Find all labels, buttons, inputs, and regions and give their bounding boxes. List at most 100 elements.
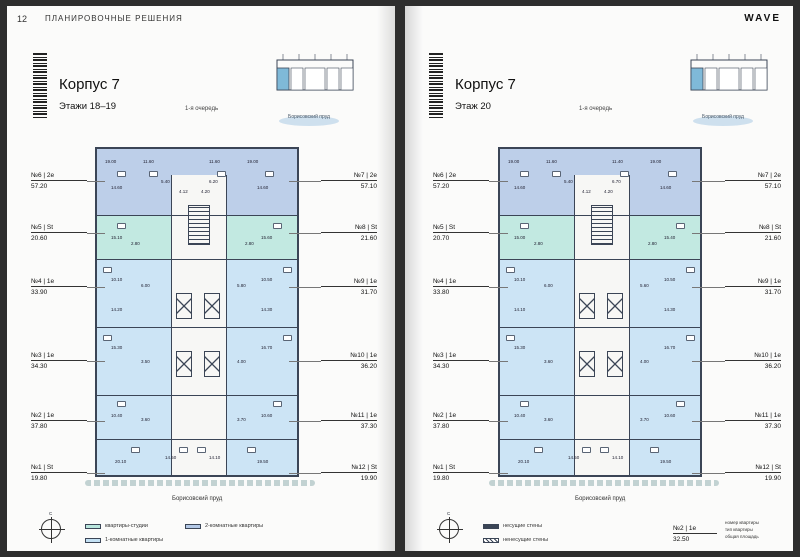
furniture-icon xyxy=(686,267,695,273)
pond-shape xyxy=(279,116,339,126)
pond-shape xyxy=(693,116,753,126)
floors-label: Этаж 20 xyxy=(455,101,491,112)
room-area-label: 14.60 xyxy=(111,185,123,190)
page-number: 12 xyxy=(17,14,28,24)
apartment-left-1 xyxy=(97,439,171,475)
room-area-label: 6.00 xyxy=(141,283,150,288)
key-area: 32.50 xyxy=(673,536,690,543)
apartment-number: №7 | 2е xyxy=(321,172,377,181)
furniture-icon xyxy=(506,335,515,341)
room-area-label: 3.60 xyxy=(544,417,553,422)
apartment-number: №8 | St xyxy=(321,224,377,233)
apartment-area: 21.60 xyxy=(360,235,377,242)
leader-line xyxy=(87,473,105,474)
legend-studio: квартиры-студии xyxy=(85,523,148,529)
room-area-label: 10.50 xyxy=(664,277,676,282)
apartment-area: 19.90 xyxy=(764,475,781,482)
apartment-number: №6 | 2е xyxy=(433,172,489,181)
apartment-number: №9 | 1е xyxy=(321,278,377,287)
water-waves xyxy=(489,480,719,486)
room-area-label: 14.10 xyxy=(612,455,624,460)
apartment-number: №10 | 1е xyxy=(321,352,377,361)
room-area-label: 10.10 xyxy=(111,277,123,282)
elevator xyxy=(607,351,623,377)
apartment-area: 20.60 xyxy=(31,235,48,242)
partition-wall xyxy=(97,395,297,396)
room-area-label: 5.60 xyxy=(640,283,649,288)
elevator xyxy=(176,351,192,377)
apartment-right-8 xyxy=(630,215,700,259)
room-area-label: 14.30 xyxy=(261,307,273,312)
room-area-label: 4.20 xyxy=(201,189,210,194)
apartment-number: №11 | 1е xyxy=(725,412,781,421)
pond-bottom-label: Борисовский пруд xyxy=(575,496,626,502)
building-core xyxy=(574,175,630,475)
apartment-left-5 xyxy=(500,215,574,259)
room-area-label: 19.00 xyxy=(650,159,662,164)
room-area-label: 14.60 xyxy=(514,185,526,190)
room-area-label: 19.00 xyxy=(247,159,259,164)
furniture-icon xyxy=(600,447,609,453)
apartment-number: №4 | 1е xyxy=(433,278,489,287)
room-area-label: 10.10 xyxy=(514,277,526,282)
room-area-label: 10.40 xyxy=(514,413,526,418)
room-area-label: 15.30 xyxy=(514,345,526,350)
room-area-label: 6.20 xyxy=(209,179,218,184)
apartment-number: №10 | 1е xyxy=(725,352,781,361)
room-area-label: 14.60 xyxy=(257,185,269,190)
key-label-area: общая площадь xyxy=(725,533,759,539)
leader-line xyxy=(289,181,321,182)
elevator xyxy=(579,293,595,319)
key-label-number: номер квартиры xyxy=(725,520,759,525)
apartment-left-2 xyxy=(500,395,574,439)
room-area-label: 20.10 xyxy=(115,459,127,464)
room-area-label: 15.10 xyxy=(111,235,123,240)
gutter-shadow xyxy=(405,6,423,551)
apartment-area: 21.60 xyxy=(764,235,781,242)
apartment-right-11 xyxy=(630,395,700,439)
room-area-label: 20.10 xyxy=(518,459,530,464)
furniture-icon xyxy=(582,447,591,453)
legend-one-room-label: 1-комнатные квартиры xyxy=(105,537,164,543)
apartment-number: №3 | 1е xyxy=(433,352,489,361)
room-area-label: 3.70 xyxy=(640,417,649,422)
leader-line xyxy=(87,181,105,182)
elevator xyxy=(176,293,192,319)
apartment-left-1 xyxy=(500,439,574,475)
apartment-area: 20.70 xyxy=(433,235,450,242)
site-minimap xyxy=(276,54,354,91)
room-area-label: 2.80 xyxy=(245,241,254,246)
furniture-icon xyxy=(117,171,126,177)
apartment-top-extension xyxy=(574,149,630,175)
apartment-area: 36.20 xyxy=(360,363,377,370)
room-area-label: 10.60 xyxy=(664,413,676,418)
apartment-number: №7 | 2е xyxy=(725,172,781,181)
building-title: Корпус 7 xyxy=(455,76,516,93)
room-area-label: 14.50 xyxy=(568,455,580,460)
compass-icon xyxy=(39,517,65,543)
apartment-left-5 xyxy=(97,215,171,259)
leader-line xyxy=(692,233,725,234)
partition-wall xyxy=(500,327,700,328)
room-area-label: 14.30 xyxy=(664,307,676,312)
room-area-label: 16.70 xyxy=(664,345,676,350)
furniture-icon xyxy=(520,223,529,229)
room-area-label: 3.70 xyxy=(237,417,246,422)
furniture-icon xyxy=(117,401,126,407)
room-area-label: 19.00 xyxy=(508,159,520,164)
apartment-area: 37.80 xyxy=(31,423,48,430)
apartment-number: №2 | 1е xyxy=(31,412,87,421)
leader-line xyxy=(489,361,508,362)
room-area-label: 19.50 xyxy=(257,459,269,464)
two-room-swatch xyxy=(185,523,201,529)
leader-line xyxy=(692,361,725,362)
building-title: Корпус 7 xyxy=(59,76,120,93)
